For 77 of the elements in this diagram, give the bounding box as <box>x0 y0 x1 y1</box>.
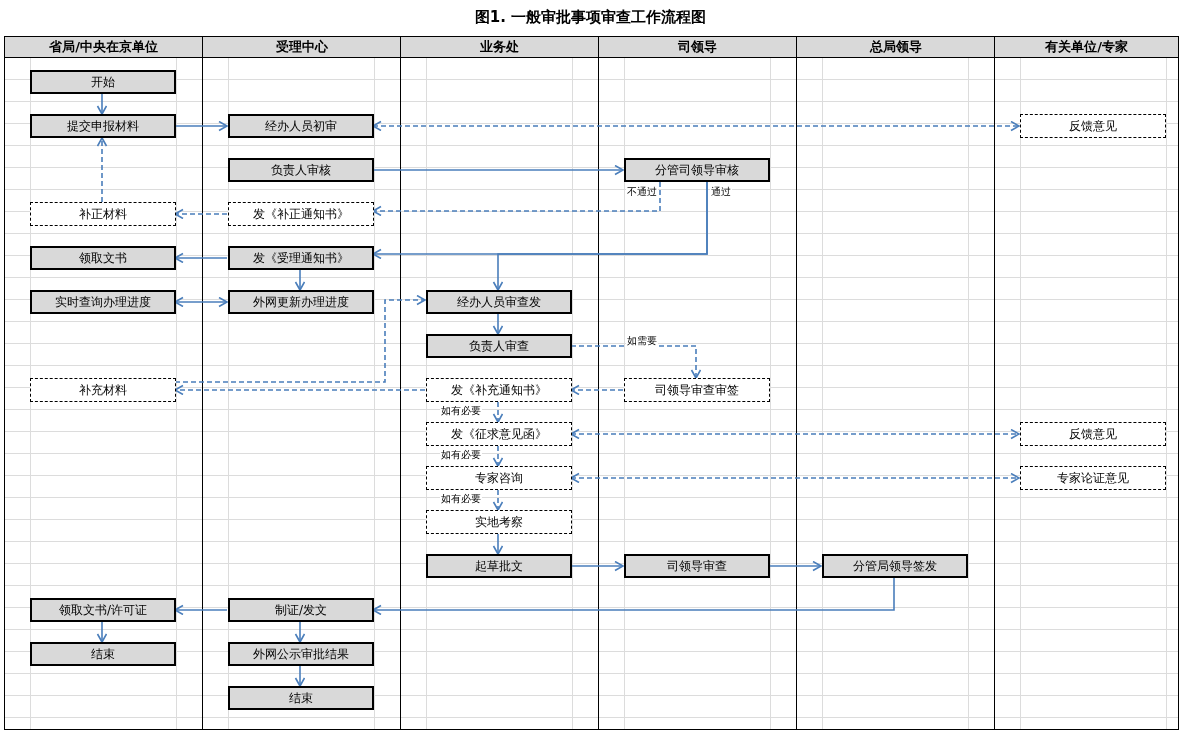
dashed-process-box: 发《补正通知书》 <box>228 202 374 226</box>
process-box: 外网公示审批结果 <box>228 642 374 666</box>
process-box: 分管局领导签发 <box>822 554 968 578</box>
dashed-process-box: 反馈意见 <box>1020 114 1166 138</box>
lane-header: 有关单位/专家 <box>995 36 1178 58</box>
arrow <box>492 533 504 555</box>
process-box: 领取文书 <box>30 246 176 270</box>
arrow <box>372 164 624 176</box>
edge-label: 通过 <box>710 186 732 198</box>
arrow <box>492 445 504 467</box>
arrow <box>96 137 108 203</box>
arrow <box>294 665 306 687</box>
dashed-process-box: 实地考察 <box>426 510 572 534</box>
edge-label: 不通过 <box>626 186 658 198</box>
swimlane <box>4 36 203 730</box>
edge-label: 如有必要 <box>440 405 482 417</box>
process-box: 结束 <box>228 686 374 710</box>
arrow <box>174 384 426 396</box>
process-box: 开始 <box>30 70 176 94</box>
arrow <box>174 296 228 308</box>
process-box: 经办人员初审 <box>228 114 374 138</box>
edge-label: 如有必要 <box>440 449 482 461</box>
process-box: 领取文书/许可证 <box>30 598 176 622</box>
arrow <box>96 93 108 115</box>
dashed-process-box: 司领导审查审签 <box>624 378 770 402</box>
dashed-process-box: 专家咨询 <box>426 466 572 490</box>
arrow <box>174 604 228 616</box>
arrow <box>174 252 228 264</box>
dashed-process-box: 专家论证意见 <box>1020 466 1166 490</box>
swimlane <box>994 36 1179 730</box>
process-box: 实时查询办理进度 <box>30 290 176 314</box>
dashed-process-box: 补充材料 <box>30 378 176 402</box>
process-box: 结束 <box>30 642 176 666</box>
arrow <box>570 384 624 396</box>
swimlane <box>202 36 401 730</box>
process-box: 提交申报材料 <box>30 114 176 138</box>
swimlane <box>400 36 599 730</box>
arrow <box>372 577 895 616</box>
arrow <box>492 401 504 423</box>
process-box: 司领导审查 <box>624 554 770 578</box>
lane-header: 省局/中央在京单位 <box>5 36 202 58</box>
arrow <box>96 621 108 643</box>
arrow <box>372 181 661 217</box>
arrow <box>372 120 1020 132</box>
process-box: 起草批文 <box>426 554 572 578</box>
arrow <box>570 560 624 572</box>
process-box: 负责人审核 <box>228 158 374 182</box>
process-box: 经办人员审查发 <box>426 290 572 314</box>
process-box: 分管司领导审核 <box>624 158 770 182</box>
edge-label: 如有必要 <box>440 493 482 505</box>
dashed-process-box: 发《征求意见函》 <box>426 422 572 446</box>
process-box: 制证/发文 <box>228 598 374 622</box>
diagram-title: 图1. 一般审批事项审查工作流程图 <box>473 7 708 28</box>
lane-header: 总局领导 <box>797 36 994 58</box>
edge-label: 如需要 <box>626 335 658 347</box>
arrow <box>174 120 228 132</box>
arrow <box>294 269 306 291</box>
lane-header: 业务处 <box>401 36 598 58</box>
arrow <box>492 313 504 335</box>
process-box: 发《受理通知书》 <box>228 246 374 270</box>
arrow <box>492 181 708 291</box>
arrow <box>570 472 1020 484</box>
arrow <box>492 489 504 511</box>
lane-header: 司领导 <box>599 36 796 58</box>
arrow <box>768 560 822 572</box>
swimlane <box>796 36 995 730</box>
arrow <box>570 428 1020 440</box>
dashed-process-box: 反馈意见 <box>1020 422 1166 446</box>
swimlane <box>598 36 797 730</box>
dashed-process-box: 发《补充通知书》 <box>426 378 572 402</box>
arrow <box>174 294 426 383</box>
dashed-process-box: 补正材料 <box>30 202 176 226</box>
process-box: 外网更新办理进度 <box>228 290 374 314</box>
arrow <box>294 621 306 643</box>
lane-header: 受理中心 <box>203 36 400 58</box>
process-box: 负责人审查 <box>426 334 572 358</box>
arrow <box>174 208 228 220</box>
